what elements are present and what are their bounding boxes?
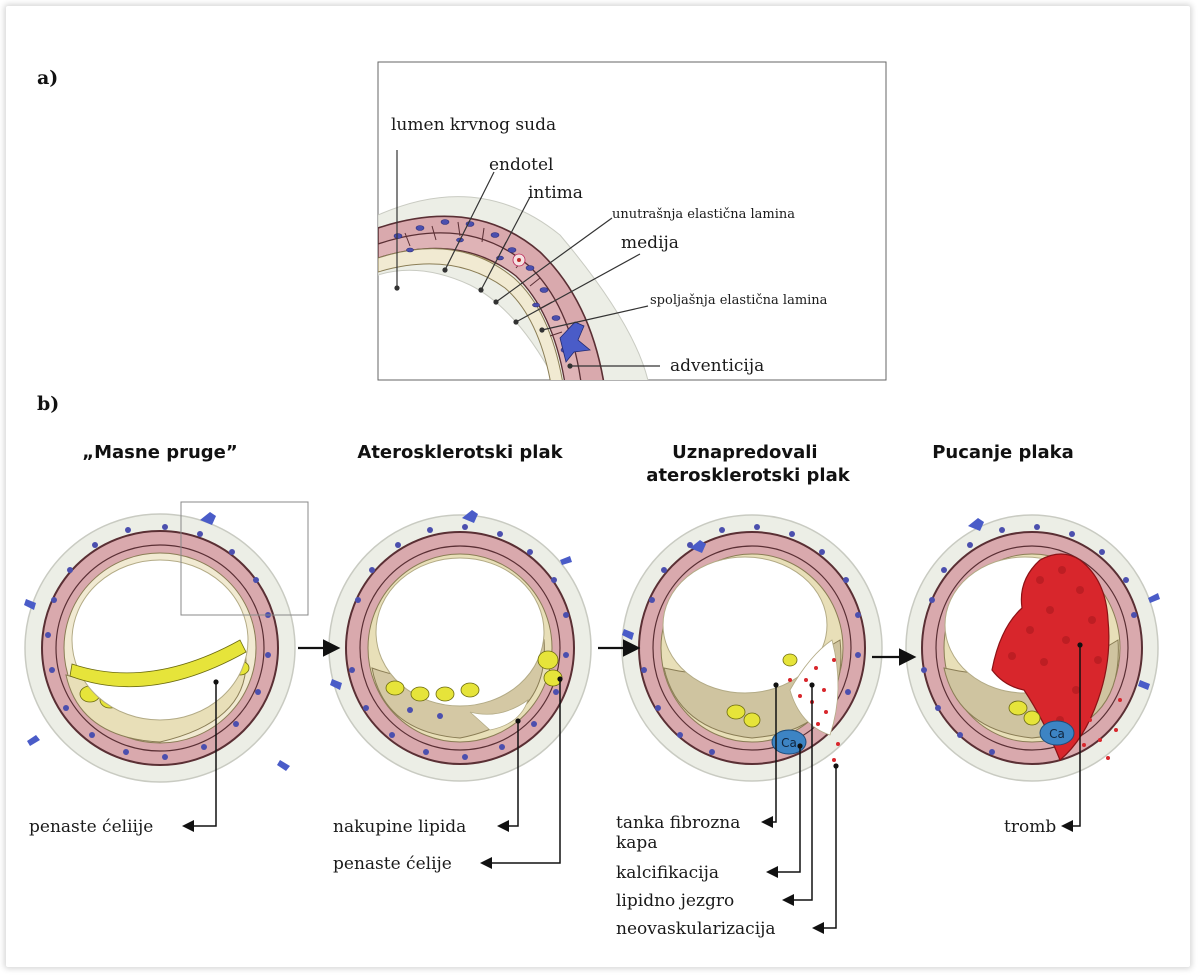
label-s3-kalcifikacija: kalcifikacija: [616, 863, 719, 883]
label-s3-lipidno: lipidno jezgro: [616, 891, 734, 911]
label-medija: medija: [621, 233, 679, 253]
vessel-stage-1: [24, 512, 295, 782]
label-s1-penaste: penaste ćeliije: [29, 817, 153, 837]
ca-label-3: Ca: [781, 736, 797, 750]
label-unutrasnja: unutrašnja elastična lamina: [612, 207, 795, 222]
ca-label-4: Ca: [1049, 727, 1065, 741]
label-lumen: lumen krvnog suda: [391, 115, 556, 135]
label-s2-nakupine: nakupine lipida: [333, 817, 466, 837]
panel-b-letter: b): [37, 393, 59, 415]
panel-a-zoom: lumen krvnog suda endotel intima unutraš…: [378, 62, 886, 390]
label-endotel: endotel: [489, 155, 553, 175]
label-s3-neovaskularizacija: neovaskularizacija: [616, 919, 776, 939]
vessel-stage-2: [329, 510, 591, 781]
stage-1-title: „Masne pruge”: [82, 442, 237, 463]
label-intima: intima: [528, 183, 583, 203]
panel-a-letter: a): [37, 67, 58, 89]
label-spoljasnja: spoljašnja elastična lamina: [650, 293, 828, 308]
label-s3-tanka: tanka fibrozna kapa: [616, 813, 746, 853]
stage-3-title: Uznapredovali aterosklerotski plak: [646, 442, 850, 486]
stage-4-title: Pucanje plaka: [932, 442, 1074, 463]
label-adventicija: adventicija: [670, 356, 764, 376]
label-s4-tromb: tromb: [1004, 817, 1056, 837]
vessel-stage-3: Ca: [622, 515, 882, 781]
stage-2-title: Aterosklerotski plak: [357, 442, 563, 463]
label-s2-penaste: penaste ćelije: [333, 854, 452, 874]
vessel-stage-4: Ca: [906, 515, 1160, 781]
